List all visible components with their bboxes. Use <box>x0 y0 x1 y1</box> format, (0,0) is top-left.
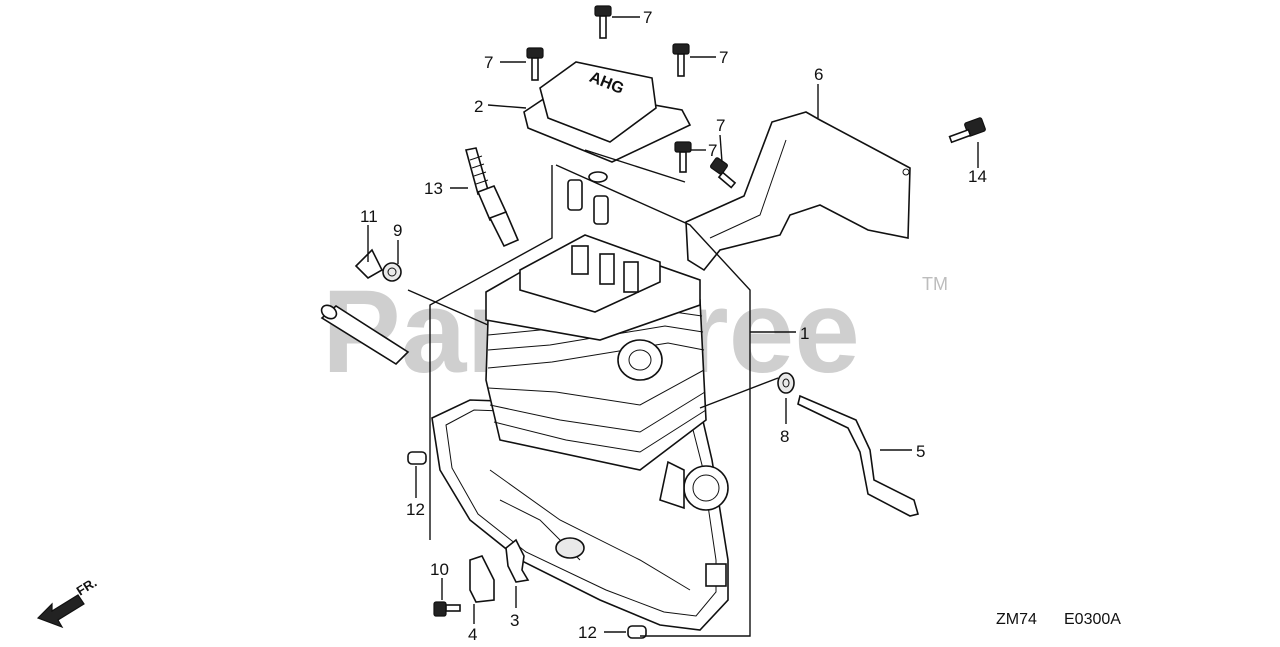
shroud[interactable] <box>685 111 911 272</box>
leader-lines <box>367 16 979 637</box>
callout-7-right[interactable]: 7 <box>719 48 728 67</box>
bolt-7-front[interactable] <box>674 141 692 173</box>
clip-11[interactable] <box>354 248 384 279</box>
plate-4[interactable] <box>469 555 495 603</box>
bolt-7-shroud[interactable] <box>710 157 737 189</box>
callout-11[interactable]: 11 <box>360 207 378 226</box>
tube[interactable] <box>319 303 410 366</box>
bolt-10[interactable] <box>433 601 461 617</box>
diagram-drawing-code: E0300A <box>1064 611 1121 628</box>
front-direction-marker: FR. <box>36 575 99 629</box>
pin-12-left[interactable] <box>407 451 427 465</box>
callout-12-left[interactable]: 12 <box>406 500 425 519</box>
valve-lifters <box>567 171 609 225</box>
bolt-7-left[interactable] <box>526 47 544 81</box>
callout-13[interactable]: 13 <box>424 179 443 198</box>
head-cover[interactable]: AHG <box>523 61 692 163</box>
diagram-model-code: ZM74 <box>996 611 1037 628</box>
clip-3[interactable] <box>505 538 530 583</box>
callout-12-bottom[interactable]: 12 <box>578 623 597 642</box>
watermark-trademark: TM <box>922 274 948 294</box>
spark-plug[interactable] <box>465 147 520 248</box>
callout-9[interactable]: 9 <box>393 221 402 240</box>
callout-7-left[interactable]: 7 <box>484 53 493 72</box>
callout-7-shroud[interactable]: 7 <box>716 116 725 135</box>
grommet-9[interactable] <box>382 262 402 282</box>
callout-10[interactable]: 10 <box>430 560 449 579</box>
callout-4[interactable]: 4 <box>468 625 477 644</box>
bolt-7-top[interactable] <box>594 5 612 39</box>
callout-5[interactable]: 5 <box>916 442 925 461</box>
bolt-7-right[interactable] <box>672 43 690 77</box>
rod-5[interactable] <box>797 394 919 517</box>
cylinder-assembly[interactable] <box>431 234 729 631</box>
washer-8[interactable] <box>777 372 795 394</box>
callout-14[interactable]: 14 <box>968 167 987 186</box>
pin-12-bottom[interactable] <box>627 625 647 639</box>
callout-8[interactable]: 8 <box>780 427 789 446</box>
callout-6[interactable]: 6 <box>814 65 823 84</box>
callout-2[interactable]: 2 <box>474 97 483 116</box>
bolt-14[interactable] <box>948 117 986 144</box>
callout-3[interactable]: 3 <box>510 611 519 630</box>
callout-7-top[interactable]: 7 <box>643 8 652 27</box>
callout-labels: 1 2 3 4 5 6 7 7 7 7 7 8 9 10 11 12 12 13… <box>360 8 987 644</box>
callout-1[interactable]: 1 <box>800 324 809 343</box>
callout-7-front[interactable]: 7 <box>708 141 717 160</box>
